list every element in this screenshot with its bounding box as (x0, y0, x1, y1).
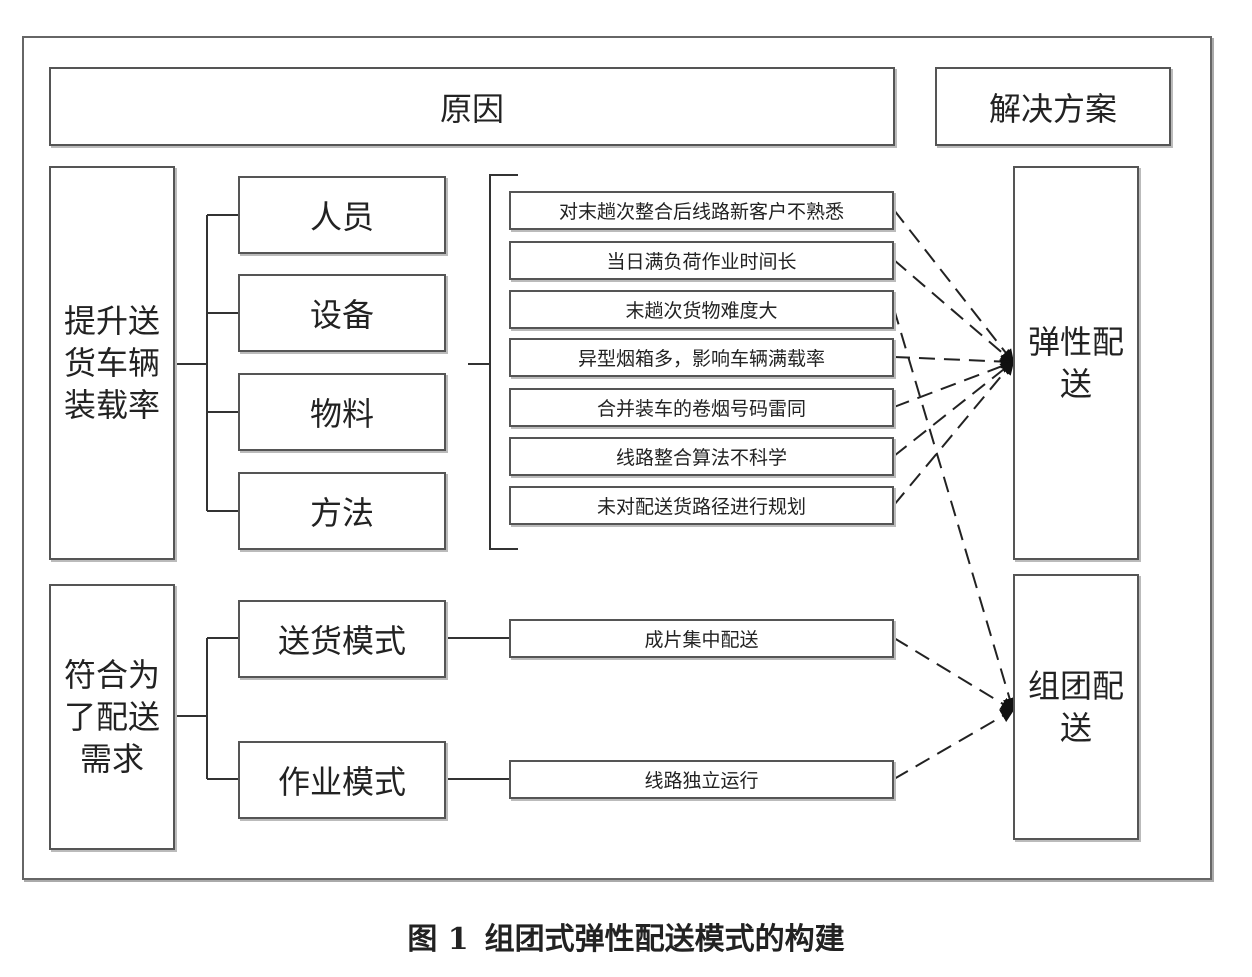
category-method: 方法 (238, 472, 446, 550)
arrow-mode-cause-2 (893, 708, 1015, 780)
category-equipment: 设备 (238, 274, 446, 352)
caption-label: 图 1 (407, 922, 469, 957)
figure-caption: 图 1 组团式弹性配送模式的构建 (0, 914, 1252, 958)
tree-lines (175, 174, 518, 780)
mode-cause-item: 成片集中配送 (509, 619, 894, 658)
caption-title: 组团式弹性配送模式的构建 (484, 922, 845, 957)
solution-label-flexible: 弹性配送 (1027, 323, 1124, 403)
category-people: 人员 (238, 176, 446, 254)
solution-flexible-delivery: 弹性配送 (1013, 166, 1139, 560)
arrow-cause-4 (893, 354, 1015, 369)
header-causes: 原因 (49, 67, 895, 146)
cause-item: 合并装车的卷烟号码雷同 (509, 388, 894, 427)
arrow-cause-5 (893, 359, 1015, 408)
goal-box-delivery-demand: 符合为了配送需求 (49, 584, 175, 850)
cause-item: 未对配送货路径进行规划 (509, 486, 894, 525)
cause-item: 当日满负荷作业时间长 (509, 241, 894, 280)
arrow-cause-1 (893, 209, 1015, 364)
cause-item: 末趟次货物难度大 (509, 290, 894, 329)
mode-cause-item: 线路独立运行 (509, 760, 894, 799)
arrow-mode-cause-1 (893, 637, 1015, 712)
cause-item: 线路整合算法不科学 (509, 437, 894, 476)
arrow-cause-7 (893, 360, 1015, 506)
arrow-cause-2 (893, 259, 1015, 364)
goal-label-delivery-demand: 符合为了配送需求 (63, 656, 160, 778)
mode-operation: 作业模式 (238, 741, 446, 819)
goal-box-loading-rate: 提升送货车辆装载率 (49, 166, 175, 560)
diagram-frame (22, 36, 1212, 880)
arrow-cause-3 (893, 308, 1017, 712)
solution-group-delivery: 组团配送 (1013, 574, 1139, 840)
goal-label-loading-rate: 提升送货车辆装载率 (63, 302, 160, 424)
solution-label-group: 组团配送 (1027, 667, 1124, 747)
category-material: 物料 (238, 373, 446, 451)
cause-item: 对末趟次整合后线路新客户不熟悉 (509, 191, 894, 230)
dashed-arrows (893, 209, 1017, 780)
header-solutions: 解决方案 (935, 67, 1171, 146)
mode-delivery: 送货模式 (238, 600, 446, 678)
cause-item: 异型烟箱多，影响车辆满载率 (509, 338, 894, 377)
arrow-cause-6 (893, 360, 1015, 457)
